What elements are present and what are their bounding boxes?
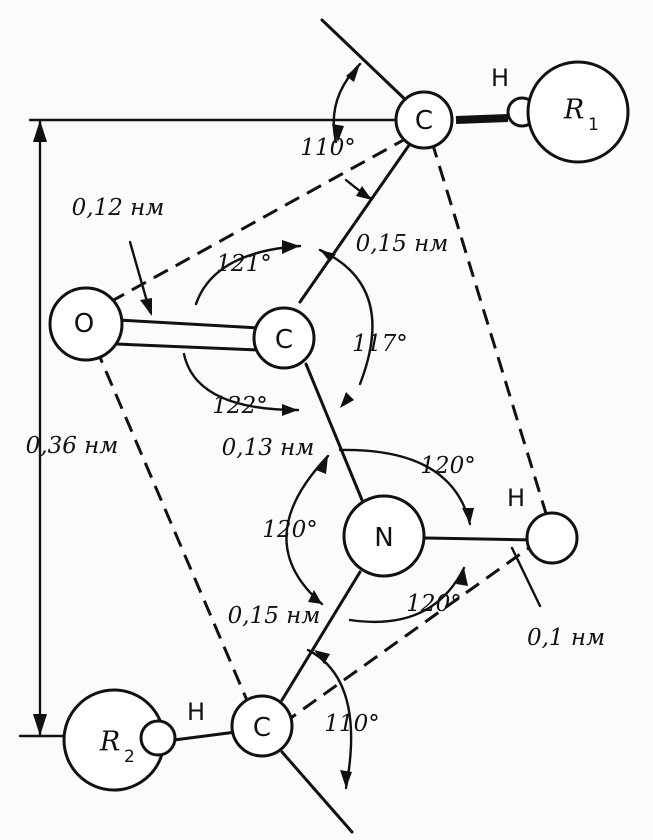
- angle-label-bottom: 110°: [324, 711, 379, 737]
- bond-label-cc-top: 0,15 нм: [356, 231, 449, 257]
- bond-label-nh: 0,1 нм: [527, 625, 605, 651]
- labels: 110° 0,12 нм 121° 0,15 нм 117° 122° 0,13…: [26, 135, 605, 737]
- angle-arc-120-top: [338, 448, 472, 526]
- angle-arc-122: [182, 352, 300, 412]
- atom-c-top-symbol: C: [415, 106, 433, 136]
- angle-label-120-bottom: 120°: [406, 591, 461, 617]
- angle-arc-121: [194, 244, 302, 306]
- angle-label-top: 110°: [300, 135, 355, 161]
- atom-c-bottom: C: [230, 694, 294, 758]
- atom-n: N: [342, 494, 426, 578]
- atom-n-symbol: N: [374, 523, 393, 553]
- angle-arcs: [128, 62, 542, 790]
- atom-h-n-symbol: H: [507, 484, 525, 512]
- group-r1-subscript: 1: [588, 115, 599, 135]
- bonds: [114, 18, 536, 834]
- group-r2-symbol: R: [99, 727, 120, 758]
- group-r2-subscript: 2: [124, 747, 135, 767]
- group-r2: R 2: [62, 688, 166, 792]
- group-r1: R 1: [526, 60, 630, 164]
- atom-h-n: H: [507, 484, 579, 565]
- angle-label-117: 117°: [352, 331, 407, 357]
- bond-n-c-bottom: [280, 570, 362, 702]
- leader-bond-nh: [510, 546, 542, 608]
- bond-c-c-top: [298, 136, 416, 304]
- bond-c-n: [304, 362, 364, 502]
- bond-c-o-lower: [114, 342, 260, 352]
- bond-c-h-top: [455, 114, 509, 124]
- distance-dimension-line: [18, 118, 414, 738]
- bond-label-nc-bottom: 0,15 нм: [228, 603, 321, 629]
- bond-c-top-upper: [320, 18, 414, 108]
- group-r1-symbol: R: [563, 95, 584, 126]
- bond-c-bottom-lower: [280, 750, 354, 834]
- peptide-plane-outline: [94, 130, 550, 722]
- atom-c-bottom-symbol: C: [253, 713, 271, 743]
- angle-arc-117: [318, 248, 374, 386]
- distance-label-on: 0,36 нм: [26, 433, 119, 459]
- atom-c-top: C: [394, 90, 454, 150]
- angle-label-120-top: 120°: [420, 453, 475, 479]
- bond-c-o-upper: [116, 318, 262, 330]
- atom-c-mid-symbol: C: [275, 325, 293, 355]
- bond-label-cn: 0,13 нм: [222, 435, 315, 461]
- atom-o-symbol: O: [74, 309, 94, 339]
- atom-h-bottom: H: [139, 698, 205, 757]
- angle-label-122: 122°: [212, 393, 267, 419]
- angle-label-121: 121°: [216, 251, 271, 277]
- bond-c-h-bottom: [172, 730, 238, 742]
- atom-h-bottom-symbol: H: [187, 698, 205, 726]
- angle-arc-120-left: [285, 454, 330, 606]
- angle-label-120-left: 120°: [262, 517, 317, 543]
- atom-h-top-symbol: H: [491, 64, 509, 92]
- atom-o: O: [48, 286, 124, 362]
- angle-arc-120-bottom: [348, 566, 466, 624]
- atom-c-mid: C: [252, 306, 316, 370]
- bond-label-co: 0,12 нм: [72, 195, 165, 221]
- bond-n-h: [424, 536, 536, 542]
